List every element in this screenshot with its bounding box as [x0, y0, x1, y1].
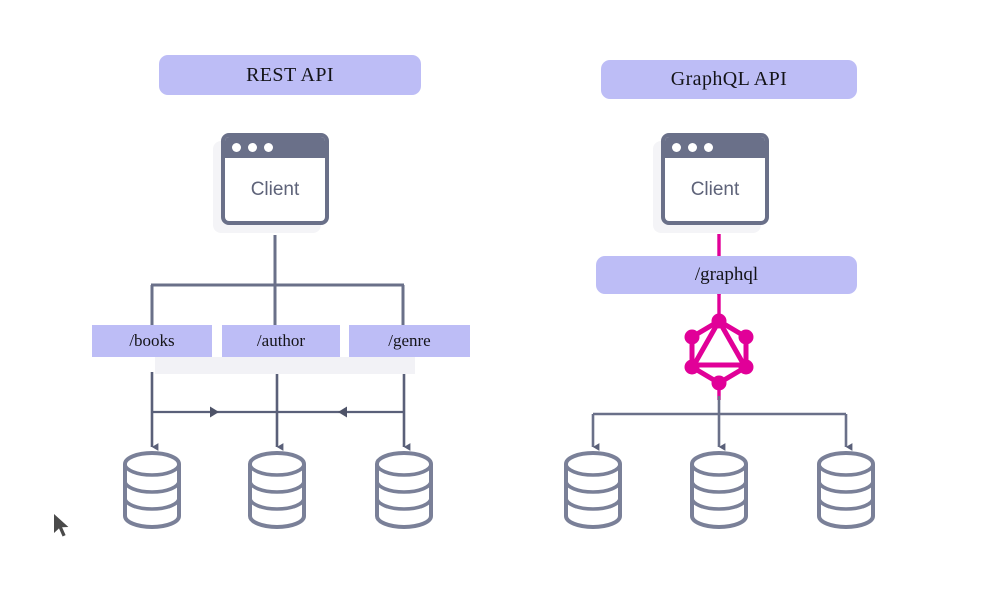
- window-dot-icon: [264, 143, 273, 152]
- rest-database-1: [123, 451, 181, 529]
- graphql-database-2: [690, 451, 748, 529]
- window-dot-icon: [672, 143, 681, 152]
- graphql-client-label: Client: [690, 178, 740, 200]
- rest-api-title: REST API: [159, 55, 421, 95]
- graphql-api-title: GraphQL API: [601, 60, 857, 99]
- rest-client-body: Client: [225, 158, 325, 221]
- endpoint-author[interactable]: /author: [222, 325, 340, 357]
- endpoints-shadow-band: [155, 357, 415, 374]
- mouse-pointer-icon: [54, 514, 69, 537]
- rest-database-2: [248, 451, 306, 529]
- graphql-client-titlebar: [665, 137, 765, 158]
- graphql-logo: [684, 313, 754, 391]
- rest-roundtrip-arrow-left: [338, 406, 347, 418]
- rest-client-titlebar: [225, 137, 325, 158]
- window-dot-icon: [704, 143, 713, 152]
- window-dot-icon: [688, 143, 697, 152]
- graphql-database-3: [817, 451, 875, 529]
- rest-client-window: Client: [221, 133, 329, 225]
- endpoint-genre[interactable]: /genre: [349, 325, 470, 357]
- graphql-client-body: Client: [665, 158, 765, 221]
- rest-roundtrip-arrow-right: [210, 406, 219, 418]
- window-dot-icon: [232, 143, 241, 152]
- graphql-client-window: Client: [661, 133, 769, 225]
- graphql-database-1: [564, 451, 622, 529]
- rest-database-3: [375, 451, 433, 529]
- endpoint-graphql[interactable]: /graphql: [596, 256, 857, 294]
- window-dot-icon: [248, 143, 257, 152]
- rest-client-label: Client: [250, 178, 300, 200]
- endpoint-books[interactable]: /books: [92, 325, 212, 357]
